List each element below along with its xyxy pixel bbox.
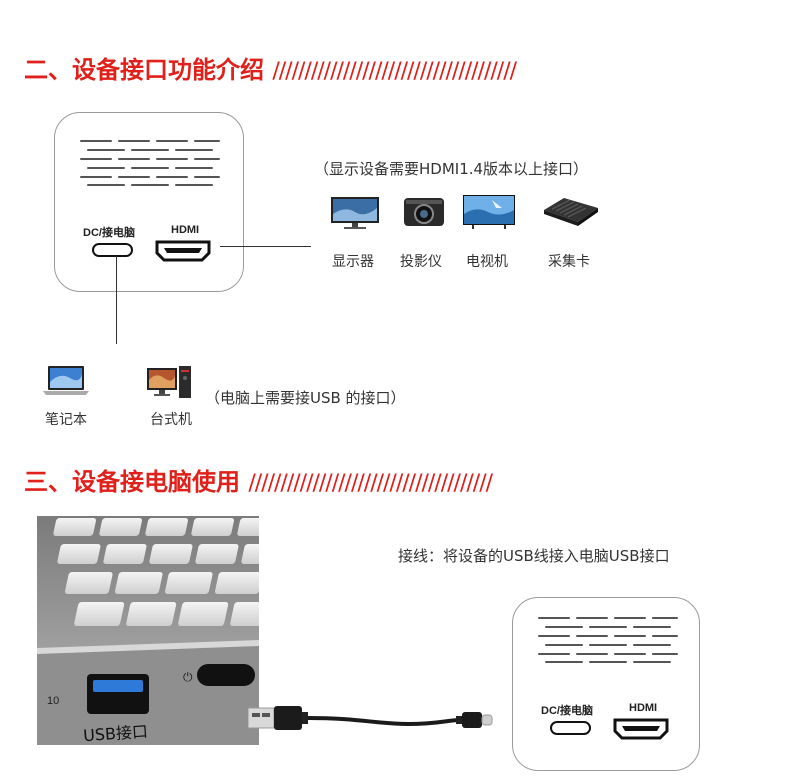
hdmi-requirement-note: （显示设备需要HDMI1.4版本以上接口） — [314, 160, 589, 178]
projector-icon — [402, 194, 446, 234]
hdmi-port-label: HDMI — [629, 702, 658, 714]
section-1-slashes: ////////////////////////////////////// — [272, 59, 517, 84]
device-diagram-2: DC/接电脑 HDMI — [512, 597, 700, 771]
tv-label: 电视机 — [466, 254, 508, 270]
usb-port-number: 10 — [47, 695, 59, 707]
monitor-icon — [330, 196, 380, 234]
section-1-title-text: 二、设备接口功能介绍 — [24, 56, 264, 84]
projector-label: 投影仪 — [400, 254, 442, 270]
device-diagram-1: DC/接电脑 HDMI — [54, 112, 244, 292]
dc-connector-line — [116, 256, 117, 344]
usb-port-label: USB接口 — [82, 721, 149, 745]
svg-text:⏻: ⏻ — [183, 670, 193, 684]
pc-requirement-note: （电脑上需要接USB 的接口） — [205, 389, 406, 407]
tv-icon — [462, 194, 516, 234]
usb-c-port — [92, 243, 133, 257]
desktop-pc-icon — [146, 364, 192, 404]
usb-cable — [247, 698, 494, 746]
dc-port-label: DC/接电脑 — [541, 705, 593, 717]
hdmi-port-label: HDMI — [171, 224, 200, 236]
connection-instruction: 接线：将设备的USB线接入电脑USB接口 — [398, 547, 670, 565]
capture-card-label: 采集卡 — [548, 254, 590, 270]
usb-c-port — [550, 721, 591, 735]
section-2-title-text: 三、设备接电脑使用 — [24, 468, 240, 496]
monitor-label: 显示器 — [332, 254, 374, 270]
desktop-label: 台式机 — [150, 412, 192, 428]
laptop-label: 笔记本 — [45, 412, 87, 428]
section-2-title: 三、设备接电脑使用 //////////////////////////////… — [24, 462, 493, 497]
dc-port-label: DC/接电脑 — [83, 227, 135, 239]
hdmi-port — [613, 718, 669, 744]
laptop-icon — [42, 364, 90, 400]
section-1-title: 二、设备接口功能介绍 /////////////////////////////… — [24, 50, 517, 85]
hdmi-connector-line — [220, 246, 311, 247]
capture-card-icon — [542, 196, 600, 232]
hdmi-port — [155, 240, 211, 266]
laptop-usb-photo: 10 ⏻ USB接口 — [37, 516, 259, 745]
section-2-slashes: ////////////////////////////////////// — [248, 471, 493, 496]
